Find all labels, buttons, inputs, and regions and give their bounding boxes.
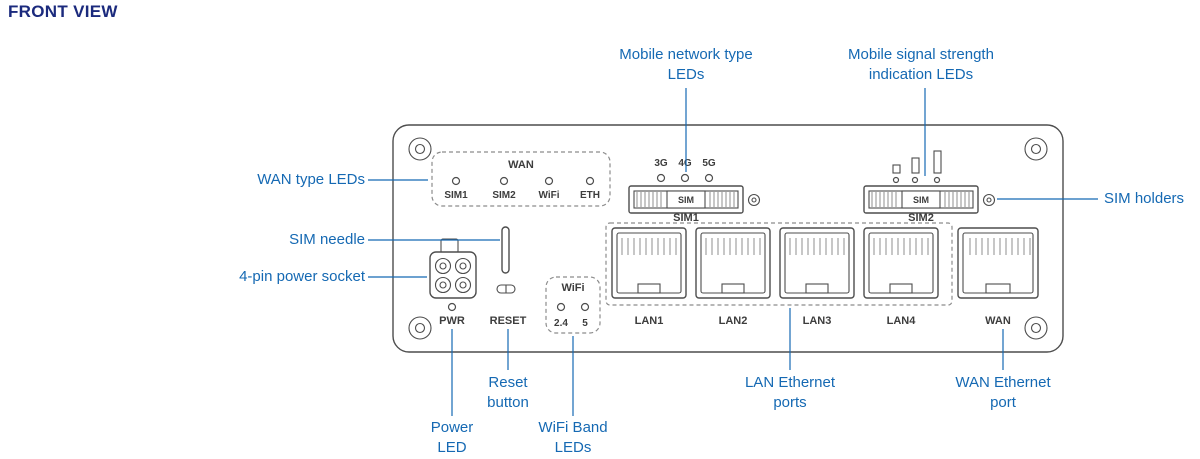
5g-led <box>704 173 714 183</box>
signal-led-2 <box>911 176 919 184</box>
lan-ports-group <box>605 222 953 306</box>
screw-icon <box>408 316 432 340</box>
callout-power-socket: 4-pin power socket <box>239 268 365 285</box>
sim2-label: SIM2 <box>908 212 934 224</box>
callout-wifi-band-leds: WiFi Band LEDs <box>538 419 608 456</box>
3g-led <box>656 173 666 183</box>
signal-bar-low-icon <box>892 164 901 174</box>
ethernet-port-lan4 <box>863 227 939 299</box>
ethernet-port-lan1 <box>611 227 687 299</box>
signal-led-1 <box>892 176 900 184</box>
power-led <box>447 302 457 312</box>
sim1-label: SIM1 <box>673 212 699 224</box>
wifi-led-panel: WiFi 2.4 5 <box>545 276 601 334</box>
callout-mobile-network-type: Mobile network type LEDs <box>619 46 753 83</box>
wan-panel-label: WAN <box>508 159 534 171</box>
wifi-5-led <box>580 302 590 312</box>
wifi-5-label: 5 <box>582 318 588 329</box>
ethernet-port-lan3 <box>779 227 855 299</box>
callout-reset-button: Reset button <box>487 374 529 411</box>
callout-power-led: Power LED <box>430 419 474 456</box>
signal-led-3 <box>933 176 941 184</box>
power-socket <box>429 238 477 299</box>
lan3-label: LAN3 <box>803 315 832 327</box>
sim1-slot-text: SIM <box>678 195 694 205</box>
wan-port-label: WAN <box>985 315 1011 327</box>
signal-bar-high-icon <box>933 150 942 174</box>
sim2-eject-hole <box>982 193 996 207</box>
wan-led-panel: WAN SIM1 SIM2 WiFi ETH <box>431 151 611 207</box>
power-led-label: PWR <box>439 315 465 327</box>
lan4-label: LAN4 <box>887 315 917 327</box>
sim2-holder: SIM <box>863 185 996 214</box>
reset-button <box>496 284 516 294</box>
screw-icon <box>408 137 432 161</box>
callout-sim-holders: SIM holders <box>1104 190 1185 207</box>
wan-eth-led-label: ETH <box>580 190 600 201</box>
wifi-24-led <box>556 302 566 312</box>
3g-led-label: 3G <box>654 158 668 169</box>
lan2-label: LAN2 <box>719 315 748 327</box>
wan-wifi-led <box>544 176 554 186</box>
screw-icon <box>1024 137 1048 161</box>
power-socket-tab <box>440 238 459 254</box>
lan1-label: LAN1 <box>635 315 664 327</box>
wan-eth-led <box>585 176 595 186</box>
page-title: FRONT VIEW <box>8 2 118 21</box>
sim-needle <box>501 226 510 274</box>
mobile-network-type-leds: 3G 4G 5G <box>654 158 716 183</box>
callout-sim-needle: SIM needle <box>289 231 365 248</box>
wan-sim2-led-label: SIM2 <box>492 190 516 201</box>
wifi-24-label: 2.4 <box>554 318 568 329</box>
ethernet-port-lan2 <box>695 227 771 299</box>
callout-wan-port: WAN Ethernet port <box>955 374 1051 411</box>
callout-lan-ports: LAN Ethernet ports <box>744 374 836 411</box>
callout-mobile-signal-strength: Mobile signal strength indication LEDs <box>848 46 994 83</box>
reset-label: RESET <box>490 315 527 327</box>
signal-bar-mid-icon <box>911 157 920 174</box>
callout-wan-type-leds: WAN type LEDs <box>257 171 365 188</box>
wan-sim2-led <box>499 176 509 186</box>
ethernet-port-wan <box>957 227 1039 299</box>
mobile-signal-strength-leds <box>892 150 942 184</box>
wan-wifi-led-label: WiFi <box>538 190 559 201</box>
sim1-holder: SIM <box>628 185 761 214</box>
screw-icon <box>1024 316 1048 340</box>
5g-led-label: 5G <box>702 158 716 169</box>
sim1-eject-hole <box>747 193 761 207</box>
4g-led <box>680 173 690 183</box>
wifi-panel-label: WiFi <box>561 282 584 294</box>
wan-sim1-led-label: SIM1 <box>444 190 468 201</box>
4g-led-label: 4G <box>678 158 692 169</box>
wan-sim1-led <box>451 176 461 186</box>
sim2-slot-text: SIM <box>913 195 929 205</box>
